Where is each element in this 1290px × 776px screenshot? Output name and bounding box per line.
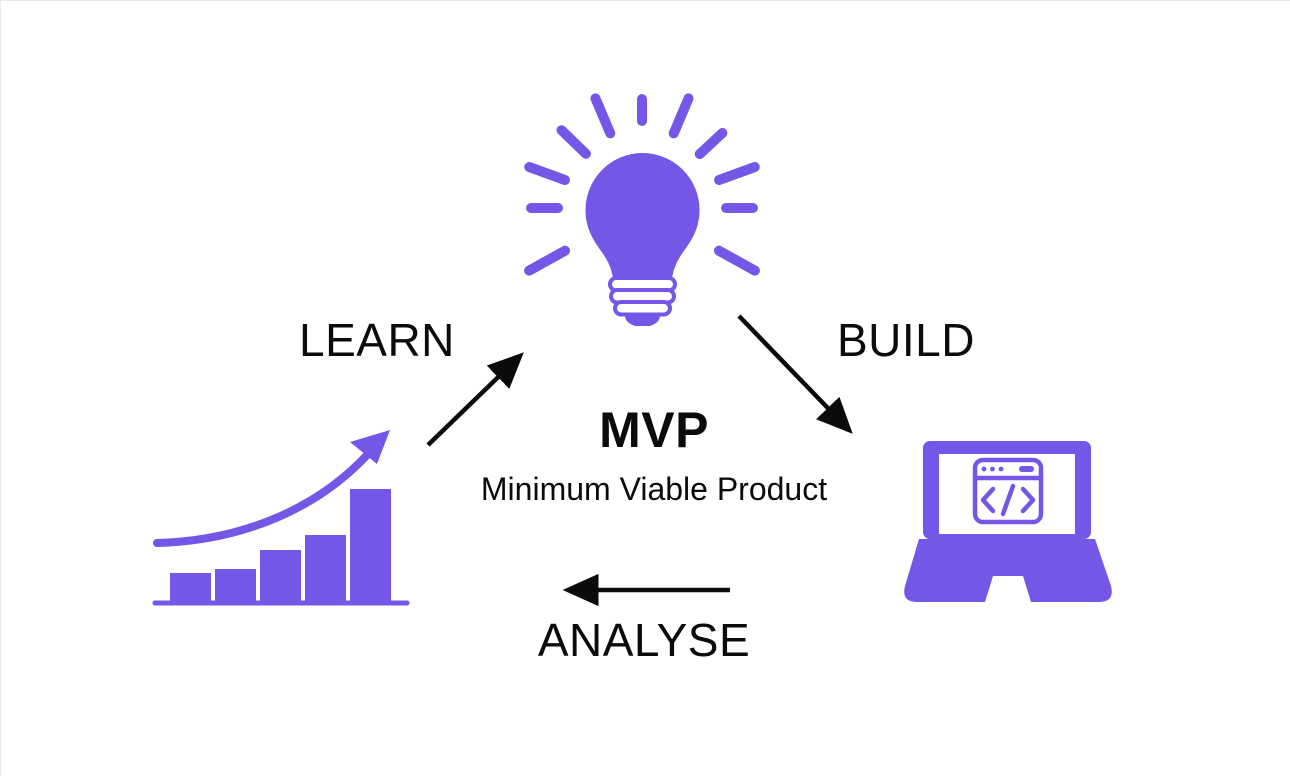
- growth-curve: [153, 449, 373, 547]
- step-label-build: BUILD: [837, 314, 975, 366]
- code-brackets-icon: [980, 483, 1036, 517]
- lightbulb-icon: [524, 93, 760, 326]
- center-title-block: MVP Minimum Viable Product: [481, 401, 827, 508]
- lightbulb-threads: [608, 276, 677, 317]
- code-window: [972, 457, 1044, 525]
- chart-bar: [350, 489, 391, 602]
- chart-bar: [260, 550, 301, 602]
- learn-arrow: [426, 352, 524, 447]
- chart-bar: [305, 535, 346, 602]
- step-label-learn: LEARN: [299, 314, 455, 366]
- chart-bars: [170, 489, 391, 602]
- lightbulb-rays: [524, 93, 760, 276]
- laptop-code-icon: [904, 441, 1112, 602]
- chart-bar: [170, 573, 211, 602]
- build-arrow: [737, 314, 853, 434]
- growth-chart-icon: [152, 430, 410, 606]
- step-label-analyse: ANALYSE: [537, 614, 751, 666]
- chart-bar: [215, 569, 256, 602]
- growth-curve-arrowhead: [350, 430, 390, 464]
- diagram-subtitle: Minimum Viable Product: [480, 471, 828, 507]
- laptop-trackpad-notch: [985, 576, 1031, 602]
- diagram-title: MVP: [599, 402, 709, 458]
